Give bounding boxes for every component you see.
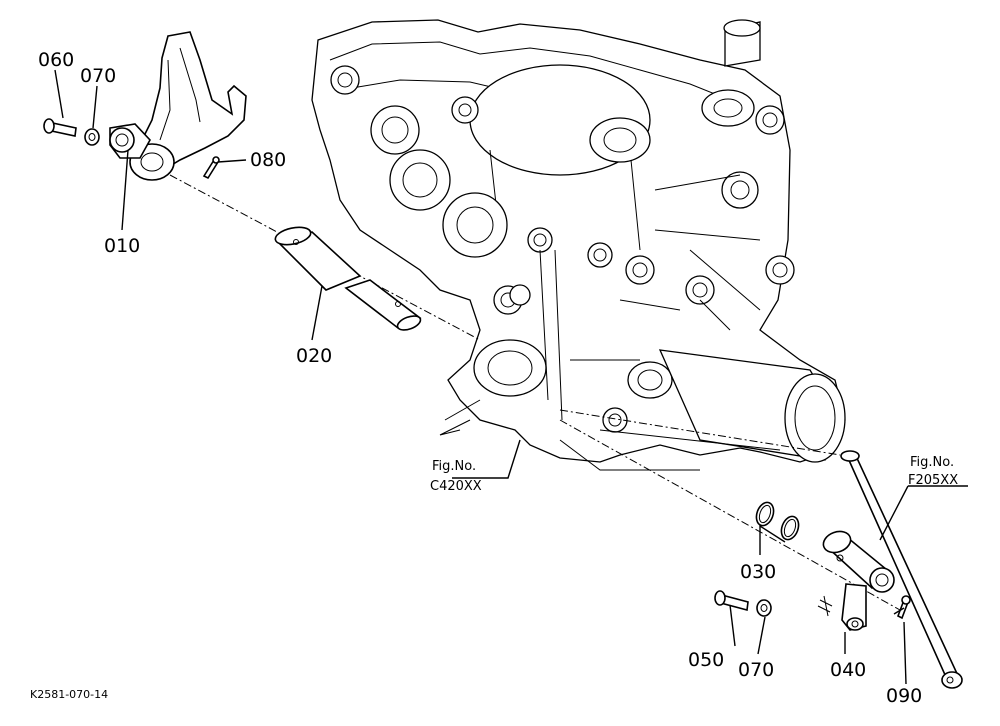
callout-030: 030 bbox=[740, 561, 776, 583]
washer-070-lower[interactable] bbox=[756, 599, 772, 617]
ref-f205-label: Fig.No. bbox=[910, 455, 954, 470]
callout-070-upper: 070 bbox=[80, 65, 116, 87]
callout-040: 040 bbox=[830, 659, 866, 681]
ref-c420-label: Fig.No. bbox=[432, 459, 476, 474]
spring-pin-080[interactable] bbox=[202, 156, 220, 180]
o-ring-030-left[interactable] bbox=[753, 500, 776, 528]
callout-010: 010 bbox=[104, 235, 140, 257]
callout-050: 050 bbox=[688, 649, 724, 671]
pin-050[interactable] bbox=[714, 590, 749, 612]
axis-centerline-upper bbox=[169, 174, 481, 341]
washer-070-upper[interactable] bbox=[84, 128, 100, 146]
drawing-code: K2581-070-14 bbox=[30, 688, 108, 701]
leader-lines bbox=[54, 69, 968, 685]
transmission-housing bbox=[311, 19, 846, 471]
callout-060: 060 bbox=[38, 49, 74, 71]
shift-shaft[interactable] bbox=[274, 224, 423, 332]
snap-pin-090[interactable] bbox=[893, 595, 911, 620]
shift-arm[interactable] bbox=[817, 528, 895, 631]
ref-f205-code: F205XX bbox=[908, 473, 958, 488]
shift-fork[interactable] bbox=[109, 31, 247, 181]
ref-c420-code: C420XX bbox=[430, 479, 482, 494]
axis-centerline-lower bbox=[559, 419, 901, 611]
callout-020: 020 bbox=[296, 345, 332, 367]
bolt-060[interactable] bbox=[43, 118, 77, 137]
callout-080: 080 bbox=[250, 149, 286, 171]
callout-090: 090 bbox=[886, 685, 922, 707]
callout-070-lower: 070 bbox=[738, 659, 774, 681]
shift-rod[interactable] bbox=[840, 450, 963, 689]
o-ring-030-right[interactable] bbox=[778, 514, 801, 542]
